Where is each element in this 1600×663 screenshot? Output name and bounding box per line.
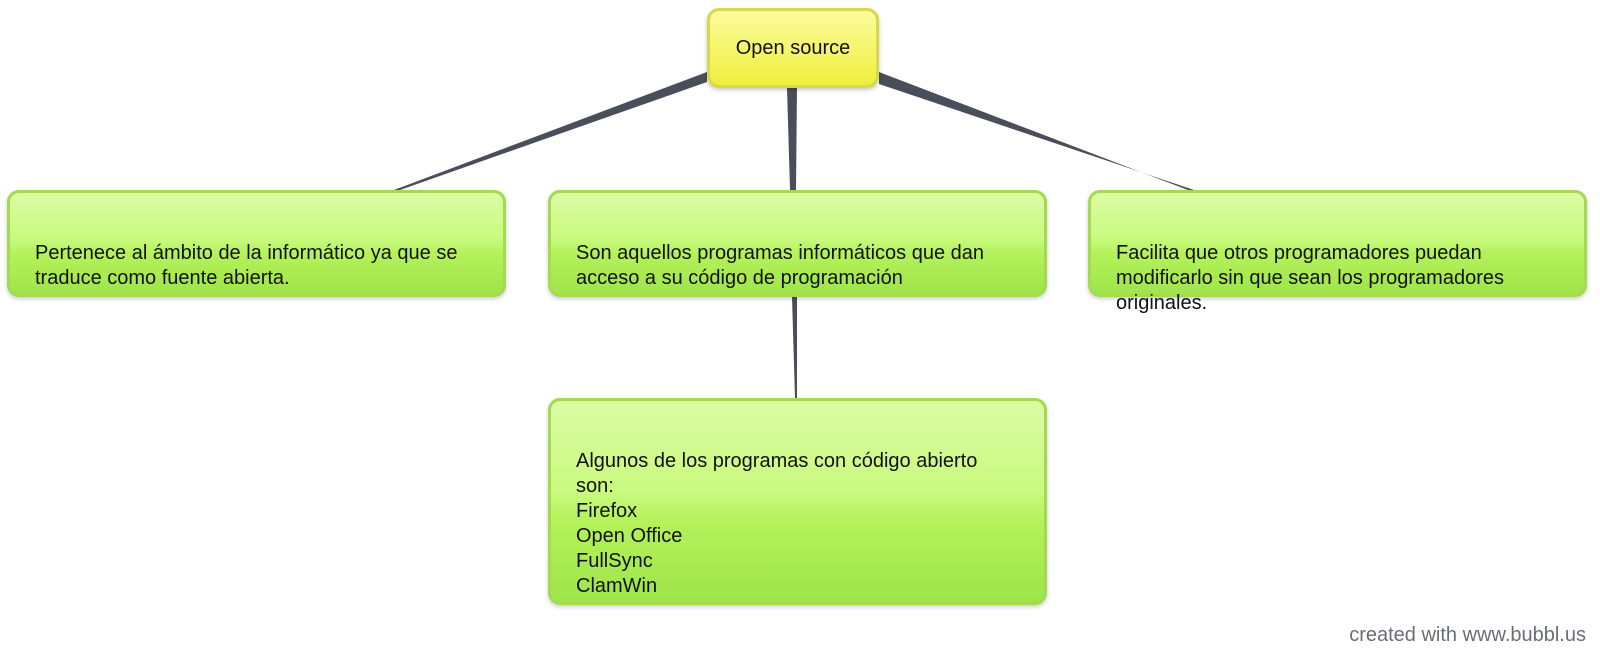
child-node-benefit[interactable]: Facilita que otros programadores puedan …: [1088, 190, 1587, 314]
connector-center-bottom: [792, 297, 797, 398]
connector-root-left: [394, 72, 707, 190]
connector-root-right: [879, 72, 1194, 190]
child-node-description[interactable]: Son aquellos programas informáticos que …: [548, 190, 1047, 297]
child-node-examples-text: Algunos de los programas con código abie…: [576, 450, 978, 597]
child-node-examples[interactable]: Algunos de los programas con código abie…: [548, 398, 1047, 605]
watermark-link[interactable]: created with www.bubbl.us: [1349, 624, 1586, 646]
child-node-benefit-text: Facilita que otros programadores puedan …: [1116, 242, 1504, 314]
root-node-label: Open source: [735, 36, 851, 59]
child-node-definition-text: Pertenece al ámbito de la informático ya…: [35, 242, 458, 289]
connector-root-center: [787, 88, 797, 190]
child-node-description-text: Son aquellos programas informáticos que …: [576, 242, 985, 289]
child-node-definition[interactable]: Pertenece al ámbito de la informático ya…: [7, 190, 506, 297]
root-node-open-source[interactable]: Open source: [707, 8, 879, 88]
